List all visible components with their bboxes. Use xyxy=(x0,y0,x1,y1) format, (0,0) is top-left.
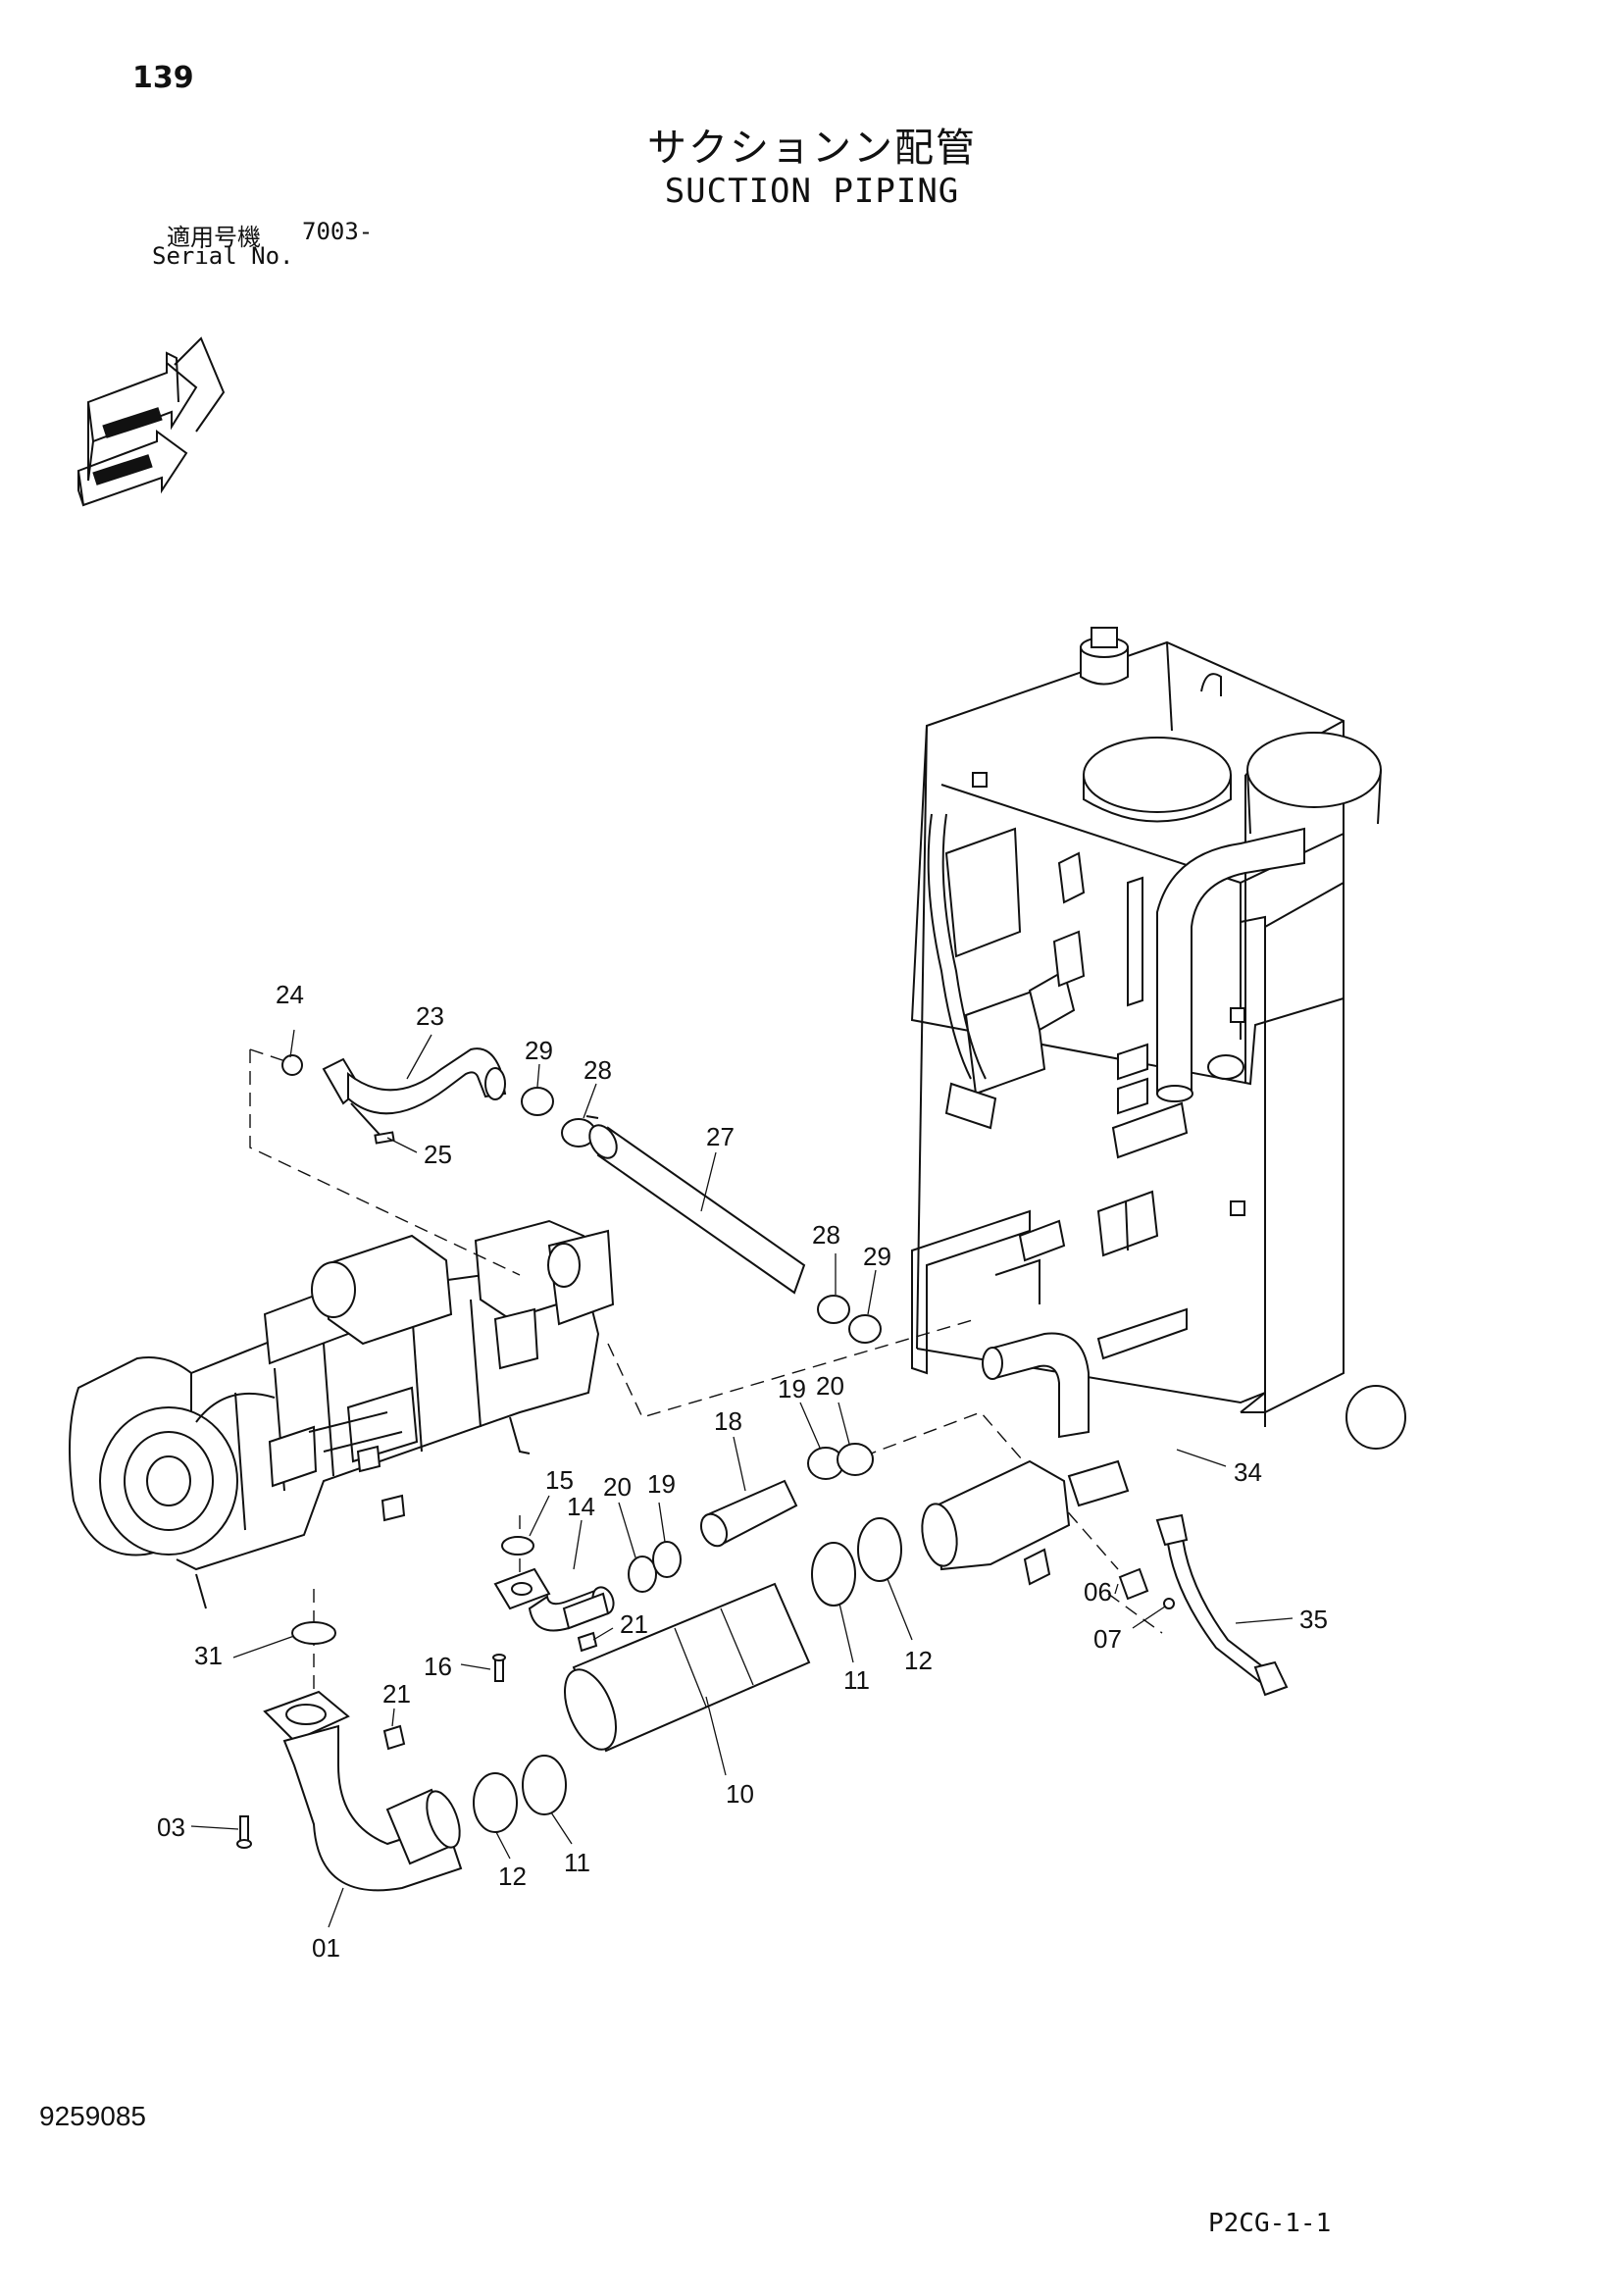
part-21-plug-lower xyxy=(382,1724,406,1751)
callout-14: 14 xyxy=(567,1492,595,1521)
leader-line-34 xyxy=(862,1411,1119,1570)
serial-number-value: 7003- xyxy=(302,218,374,245)
hydraulic-tank xyxy=(910,627,1406,1450)
part-06-fitting xyxy=(1118,1567,1149,1601)
callout-03: 03 xyxy=(157,1812,185,1842)
serial-label: Serial No. xyxy=(152,242,294,270)
callout-24: 24 xyxy=(276,980,304,1009)
part-21-plug-upper xyxy=(577,1631,598,1653)
callout-12: 12 xyxy=(498,1862,527,1891)
part-27-hose xyxy=(588,1124,806,1295)
part-35-hose xyxy=(1155,1513,1289,1697)
callout-01: 01 xyxy=(312,1933,340,1963)
main-pump-assembly xyxy=(69,1219,615,1609)
callout-15: 15 xyxy=(545,1465,574,1495)
callout-07: 07 xyxy=(1093,1624,1122,1654)
callout-19: 19 xyxy=(778,1374,806,1403)
callout-28: 28 xyxy=(812,1220,840,1250)
callout-11: 11 xyxy=(564,1848,590,1877)
leader-line-24 xyxy=(249,1048,295,1065)
part-07-o-ring xyxy=(1163,1598,1175,1609)
callout-06: 06 xyxy=(1084,1577,1112,1607)
callout-29: 29 xyxy=(863,1242,891,1271)
part-19-clamp-middle xyxy=(652,1541,682,1578)
sheet-code: P2CG-1-1 xyxy=(1208,2209,1332,2238)
callout-31: 31 xyxy=(194,1641,223,1670)
callout-21: 21 xyxy=(382,1679,411,1709)
callout-labels: 24 23 29 28 27 25 28 29 19 20 18 15 20 1… xyxy=(157,980,1328,1963)
callout-21: 21 xyxy=(620,1609,648,1639)
callout-27: 27 xyxy=(706,1122,735,1151)
leader-line-return xyxy=(607,1318,977,1418)
part-11-clamp-upper xyxy=(811,1542,856,1607)
callout-16: 16 xyxy=(424,1652,452,1681)
callout-12: 12 xyxy=(904,1646,933,1675)
leader-line-06 xyxy=(1107,1593,1163,1634)
leader-line-23-pump xyxy=(249,1049,521,1276)
part-31-o-ring xyxy=(291,1621,336,1645)
part-10-large-hose xyxy=(564,1582,811,1753)
part-20-clamp-right xyxy=(837,1443,874,1476)
callout-29: 29 xyxy=(525,1036,553,1065)
page-title-japanese: サクションン配管 xyxy=(647,126,977,171)
page-title: SUCTION PIPING xyxy=(664,172,960,211)
part-12-clamp-lower xyxy=(473,1772,518,1833)
part-16-bolt xyxy=(492,1654,506,1682)
part-18-hose xyxy=(699,1479,798,1548)
part-15-o-ring xyxy=(501,1536,534,1556)
serial-label-japanese: 適用号機 xyxy=(167,224,261,251)
callout-25: 25 xyxy=(424,1140,452,1169)
callout-10: 10 xyxy=(726,1779,754,1809)
front-direction-arrow-icon xyxy=(76,336,226,507)
callout-11: 11 xyxy=(843,1665,870,1695)
part-29-clamp-upper xyxy=(521,1087,554,1116)
part-12-clamp-upper xyxy=(857,1517,902,1582)
part-29-clamp-lower xyxy=(848,1314,882,1344)
drawing-number: 9259085 xyxy=(39,2101,147,2131)
part-20-clamp-middle xyxy=(628,1556,657,1593)
part-28-clamp-lower xyxy=(817,1295,850,1324)
callout-18: 18 xyxy=(714,1406,742,1436)
callout-23: 23 xyxy=(416,1001,444,1031)
part-01-suction-elbow xyxy=(263,1690,463,1892)
part-11-clamp-lower xyxy=(522,1755,567,1815)
part-23-suction-pipe xyxy=(281,1047,507,1145)
callout-leaders xyxy=(190,1029,1294,1928)
part-14-elbow xyxy=(493,1567,615,1632)
callout-19: 19 xyxy=(647,1469,676,1499)
page-number: 139 xyxy=(132,61,194,95)
callout-28: 28 xyxy=(584,1055,612,1085)
callout-34: 34 xyxy=(1234,1457,1262,1487)
callout-35: 35 xyxy=(1299,1605,1328,1634)
part-03-bolt xyxy=(236,1815,252,1849)
callout-20: 20 xyxy=(816,1371,844,1401)
tank-outlet-adapter xyxy=(921,1459,1130,1586)
callout-20: 20 xyxy=(603,1472,632,1502)
